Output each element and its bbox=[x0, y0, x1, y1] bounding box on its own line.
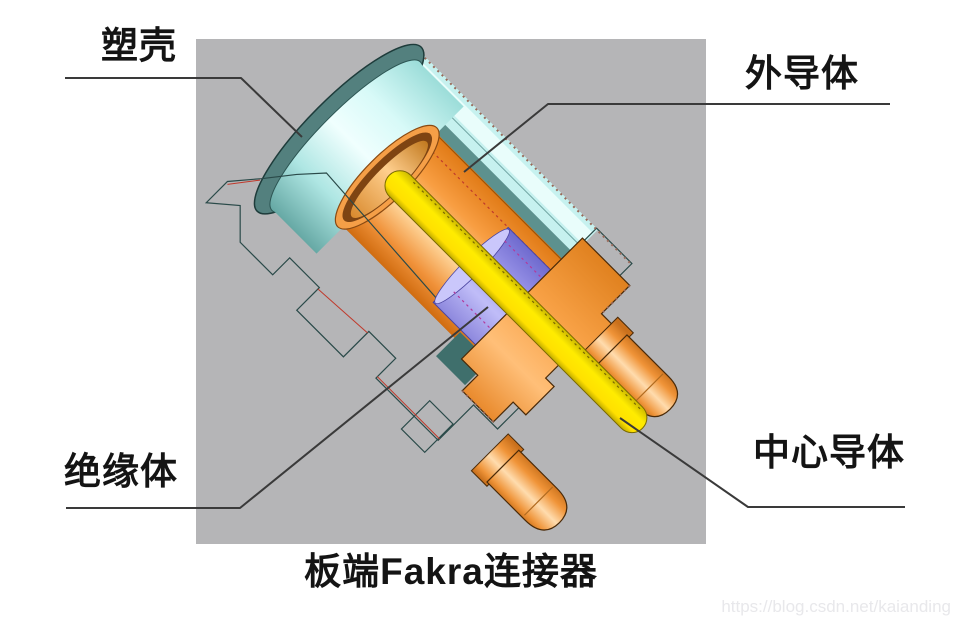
callout-label-outer-conductor: 外导体 bbox=[745, 53, 859, 94]
leader-lines bbox=[65, 77, 905, 509]
fakra-connector-model bbox=[204, 43, 679, 531]
leader-outer-conductor bbox=[463, 103, 890, 173]
block-cut-edge-2 bbox=[461, 390, 495, 423]
shell-flange-body bbox=[204, 172, 530, 442]
shell-inner-shadow bbox=[431, 120, 576, 265]
callout-label-center-conductor: 中心导体 bbox=[753, 432, 905, 473]
pin-upper-groove bbox=[634, 373, 664, 403]
figure-caption: 板端Fakra连接器 bbox=[304, 551, 598, 592]
flange-seam-1 bbox=[317, 288, 368, 334]
watermark: https://blog.csdn.net/kaianding bbox=[721, 597, 951, 616]
leader-center-conductor bbox=[619, 417, 905, 508]
shell-inner-wall bbox=[272, 62, 464, 254]
callout-label-insulator: 绝缘体 bbox=[64, 451, 178, 492]
section-cut-dotted-edge bbox=[419, 52, 631, 264]
pin-lower bbox=[486, 449, 568, 531]
outer-conductor-top-edge bbox=[431, 129, 567, 265]
callout-label-plastic-shell: 塑壳 bbox=[101, 25, 177, 66]
shell-flange-tab bbox=[400, 399, 454, 454]
center-conductor-pin bbox=[384, 170, 648, 434]
flange-seam-2 bbox=[227, 179, 261, 185]
leader-insulator bbox=[66, 306, 489, 509]
leader-plastic-shell bbox=[65, 77, 303, 138]
center-conductor-3d bbox=[384, 170, 648, 434]
pin-lower-groove bbox=[524, 486, 554, 516]
